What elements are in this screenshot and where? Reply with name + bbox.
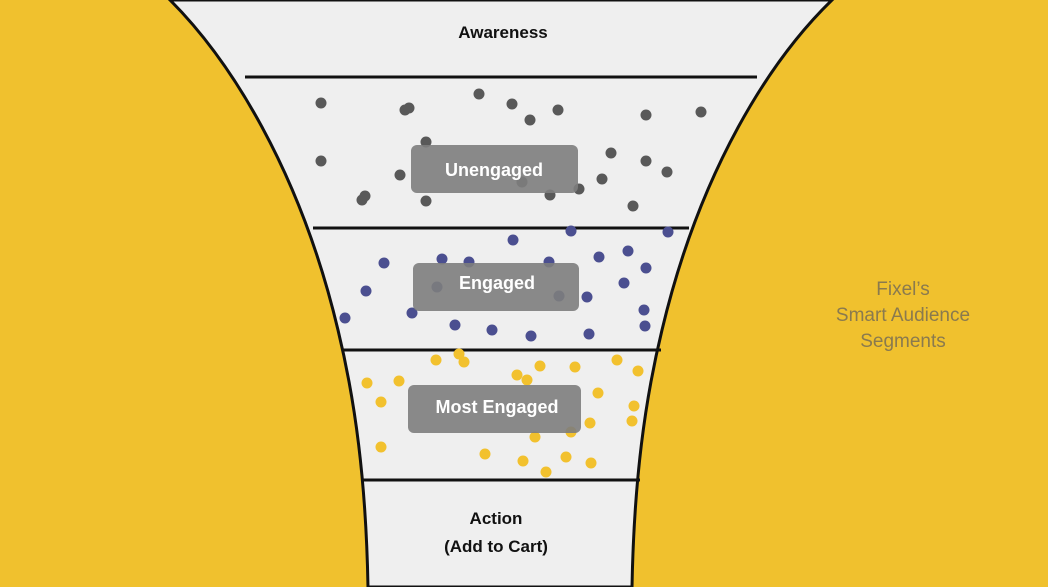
dot-most-engaged [430, 354, 442, 366]
dot-engaged [622, 245, 634, 257]
dot-most-engaged [628, 400, 640, 412]
dot-most-engaged [569, 361, 581, 373]
dot-unengaged [640, 155, 652, 167]
dot-engaged [565, 225, 577, 237]
segment-label-unengaged: Unengaged [445, 160, 543, 180]
dot-most-engaged [375, 441, 387, 453]
segment-box-unengaged [411, 145, 578, 193]
dot-unengaged [695, 106, 707, 118]
dot-unengaged [420, 136, 432, 148]
dot-unengaged [605, 147, 617, 159]
caption-line-2: Smart Audience [836, 305, 970, 326]
dot-engaged [639, 320, 651, 332]
dot-unengaged [315, 97, 327, 109]
dot-engaged [406, 307, 418, 319]
dot-engaged [360, 285, 372, 297]
segment-box-most-engaged [408, 385, 581, 433]
dot-most-engaged [511, 369, 523, 381]
dot-most-engaged [375, 396, 387, 408]
dot-unengaged [315, 155, 327, 167]
dot-most-engaged [521, 374, 533, 386]
dot-unengaged [473, 88, 485, 100]
dot-engaged [339, 312, 351, 324]
dot-engaged [593, 251, 605, 263]
stage-action: Action [470, 509, 523, 528]
dot-engaged [525, 330, 537, 342]
dot-unengaged [524, 114, 536, 126]
dot-most-engaged [632, 365, 644, 377]
stage-action-detail: (Add to Cart) [444, 537, 548, 556]
dot-engaged [583, 328, 595, 340]
dot-unengaged [640, 109, 652, 121]
dot-most-engaged [534, 360, 546, 372]
dot-most-engaged [361, 377, 373, 389]
dot-engaged [378, 257, 390, 269]
dot-most-engaged [592, 387, 604, 399]
dot-unengaged [359, 190, 371, 202]
dot-most-engaged [560, 451, 572, 463]
dot-unengaged [627, 200, 639, 212]
dot-most-engaged [611, 354, 623, 366]
dot-most-engaged [584, 417, 596, 429]
caption-line-1: Fixel’s [876, 279, 930, 300]
stage-awareness: Awareness [458, 23, 547, 42]
dot-most-engaged [393, 375, 405, 387]
dot-unengaged [506, 98, 518, 110]
dot-engaged [449, 319, 461, 331]
dot-engaged [640, 262, 652, 274]
dot-unengaged [394, 169, 406, 181]
dot-engaged [436, 253, 448, 265]
dot-unengaged [552, 104, 564, 116]
dot-most-engaged [540, 466, 552, 478]
segment-label-engaged: Engaged [459, 273, 535, 293]
dot-most-engaged [529, 431, 541, 443]
dot-most-engaged [458, 356, 470, 368]
dot-engaged [638, 304, 650, 316]
dot-engaged [486, 324, 498, 336]
dot-engaged [507, 234, 519, 246]
dot-unengaged [420, 195, 432, 207]
dot-most-engaged [479, 448, 491, 460]
dot-most-engaged [626, 415, 638, 427]
dot-most-engaged [453, 348, 465, 360]
segment-label-most-engaged: Most Engaged [435, 397, 558, 417]
dot-unengaged [596, 173, 608, 185]
dot-unengaged [403, 102, 415, 114]
dot-unengaged [661, 166, 673, 178]
dot-engaged [662, 226, 674, 238]
dot-engaged [581, 291, 593, 303]
segment-box-engaged [413, 263, 579, 311]
dot-most-engaged [585, 457, 597, 469]
dot-most-engaged [517, 455, 529, 467]
dot-engaged [618, 277, 630, 289]
caption-line-3: Segments [860, 331, 946, 352]
